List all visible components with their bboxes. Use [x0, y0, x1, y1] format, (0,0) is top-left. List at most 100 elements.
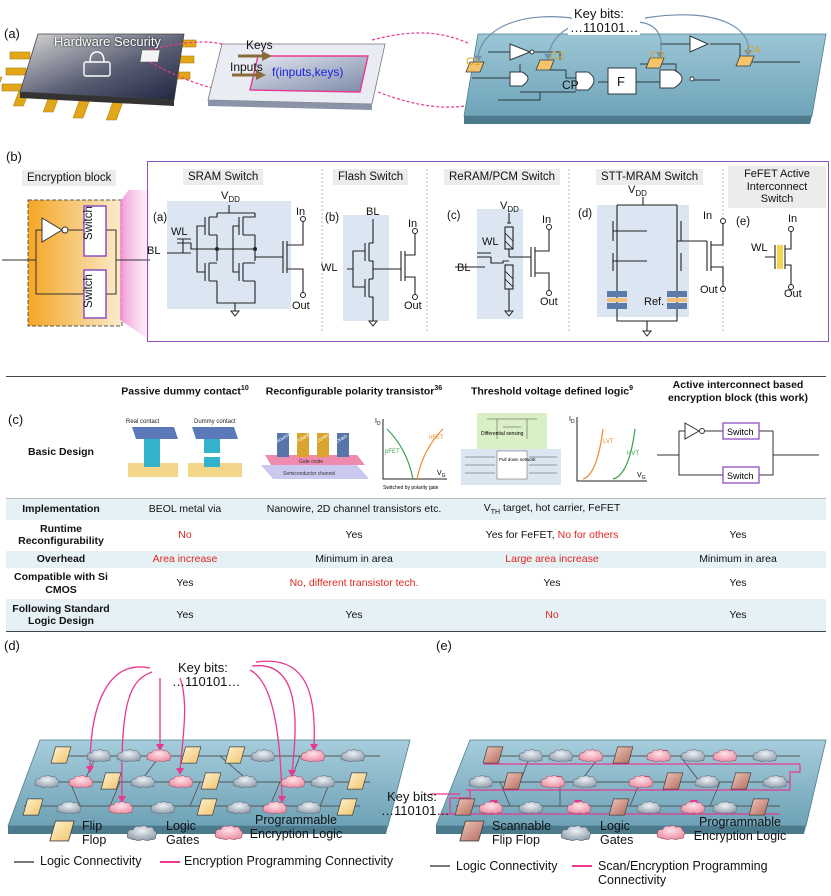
hvt-text: HVT [627, 451, 639, 457]
table-row-overhead: Overhead Area increase Minimum in area L… [6, 550, 826, 568]
flash-out: Out [404, 300, 422, 312]
switch-box-top [83, 205, 107, 257]
id-text: ID [375, 418, 381, 427]
lvt-text: LVT [603, 439, 614, 445]
panel-e-label: (e) [436, 638, 452, 653]
stt-out: Out [700, 284, 718, 296]
legend-scan-conn: Scan/Encryption Programming Connectivity [598, 859, 768, 887]
cell: Area increase [116, 550, 254, 568]
table-row-implementation: Implementation BEOL metal via Nanowire, … [6, 498, 826, 520]
cell: Yes [254, 519, 454, 551]
row-header: Compatible with Si CMOS [6, 567, 116, 600]
cell: Yes [116, 567, 254, 600]
cell: Yes [650, 519, 826, 551]
vg-text-2: VG [637, 472, 646, 481]
cell-c4-label: C4 [746, 44, 761, 56]
buffer-gate [509, 43, 532, 61]
cell-c3-label: C3 [650, 50, 665, 62]
cell: BEOL metal via [116, 498, 254, 520]
cell: Minimum in area [650, 550, 826, 568]
design-polarity-transistor: Source Polarity gate Control gate Drain … [254, 406, 454, 499]
table-col-4: Active interconnect based encryption blo… [650, 376, 826, 407]
reram-wl: WL [482, 236, 499, 248]
row-header-basic-design: Basic Design [6, 406, 116, 499]
and-gate-2 [659, 69, 683, 89]
reram-vdd: VDD [500, 200, 519, 215]
reram-in: In [542, 214, 552, 226]
switch-label-top: Switch [83, 206, 95, 240]
legend-enc-conn: Encryption Programming Connectivity [184, 854, 394, 868]
lock-icon [83, 51, 111, 77]
mtj-left [607, 291, 627, 309]
inverter-gate [41, 217, 63, 243]
pfet-text: pFET [385, 449, 400, 455]
semiconductor-text: Semiconductor channel [283, 471, 335, 477]
pull-down-text: Pull down network [499, 457, 536, 462]
id-text-2: ID [569, 416, 575, 425]
switch-panels-frame [147, 161, 829, 342]
comparison-table: Passive dummy contact10 Reconfigurable p… [6, 376, 826, 633]
cell: Yes for FeFET, No for others [454, 519, 650, 551]
f-block [607, 67, 637, 95]
keys-label: Keys [246, 38, 273, 52]
buffer-gate-2 [689, 35, 710, 53]
f-block-label: F [617, 74, 625, 89]
table-col-1: Passive dummy contact10 [116, 376, 254, 407]
sram-in: In [296, 206, 306, 218]
sram-wl: WL [171, 226, 188, 238]
and-gate [575, 71, 595, 91]
legend-logic-gates-e: Logic Gates [600, 819, 634, 847]
inputs-label: Inputs [230, 60, 263, 74]
switch-title-flash: Flash Switch [333, 169, 409, 185]
vg-text: VG [437, 470, 446, 479]
stt-in: In [703, 210, 713, 222]
table-row-design: Basic Design Real contact Dummy contact [6, 406, 826, 499]
flash-in: In [408, 218, 418, 230]
switch-label-bottom: Switch [83, 274, 95, 308]
table-row-runtime: Runtime Reconfigurability No Yes Yes for… [6, 519, 826, 551]
stt-vdd: VDD [628, 184, 647, 199]
switch-box-bottom [83, 269, 107, 319]
panel-de-figure [7, 660, 827, 867]
panel-c-label: (c) [8, 412, 24, 427]
reram-out: Out [540, 296, 558, 308]
table-row-compatible: Compatible with Si CMOS Yes No, differen… [6, 567, 826, 600]
real-contact-text: Real contact [126, 419, 160, 425]
function-label: f(inputs,keys) [272, 65, 344, 79]
legend-programmable-e: Programmable Encryption Logic [693, 815, 787, 843]
switch-title-sram: SRAM Switch [183, 169, 264, 185]
cell: Yes [116, 599, 254, 633]
cell: Yes [650, 567, 826, 600]
switch-title-fefet: FeFET Active Interconnect Switch [728, 166, 826, 208]
cell-c2-label: C2 [550, 50, 565, 62]
stt-sub: (d) [578, 208, 593, 220]
table-col-0 [6, 376, 116, 407]
key-bits-title-a: Key bits: [572, 6, 626, 21]
diff-sensing-text: Differential sensing [481, 431, 524, 437]
flash-wl: WL [321, 262, 338, 274]
flash-sub: (b) [325, 212, 340, 224]
legend-logic-conn-e: Logic Connectivity [456, 859, 558, 873]
design-dummy-contact: Real contact Dummy contact [116, 406, 254, 499]
fefet-wl: WL [751, 242, 768, 254]
table-col-2: Reconfigurable polarity transistor36 [254, 376, 454, 407]
dummy-contact-text: Dummy contact [194, 419, 236, 425]
fefet-sub: (e) [736, 216, 751, 228]
panel-b-label: (b) [6, 149, 22, 164]
cell: No [116, 519, 254, 551]
key-bits-value-e: …110101… [381, 803, 450, 818]
sram-vdd: VDD [221, 190, 240, 205]
cell [650, 498, 826, 520]
encryption-block-title: Encryption block [22, 170, 117, 186]
panel-d-label: (d) [4, 638, 20, 653]
stt-ref: Ref. [644, 296, 665, 308]
cell: Yes [650, 599, 826, 633]
switch-circuits [167, 169, 794, 337]
legend-programmable: Programmable Encryption Logic [249, 813, 343, 841]
table-header-row: Passive dummy contact10 Reconfigurable p… [6, 376, 826, 407]
panel-a-figure [0, 14, 827, 124]
cell: Yes [454, 567, 650, 600]
design-active-interconnect: Switch Switch [650, 406, 826, 499]
legend-flipflop: Flip Flop [82, 819, 107, 847]
table-col-3: Threshold voltage defined logic9 [454, 376, 650, 407]
